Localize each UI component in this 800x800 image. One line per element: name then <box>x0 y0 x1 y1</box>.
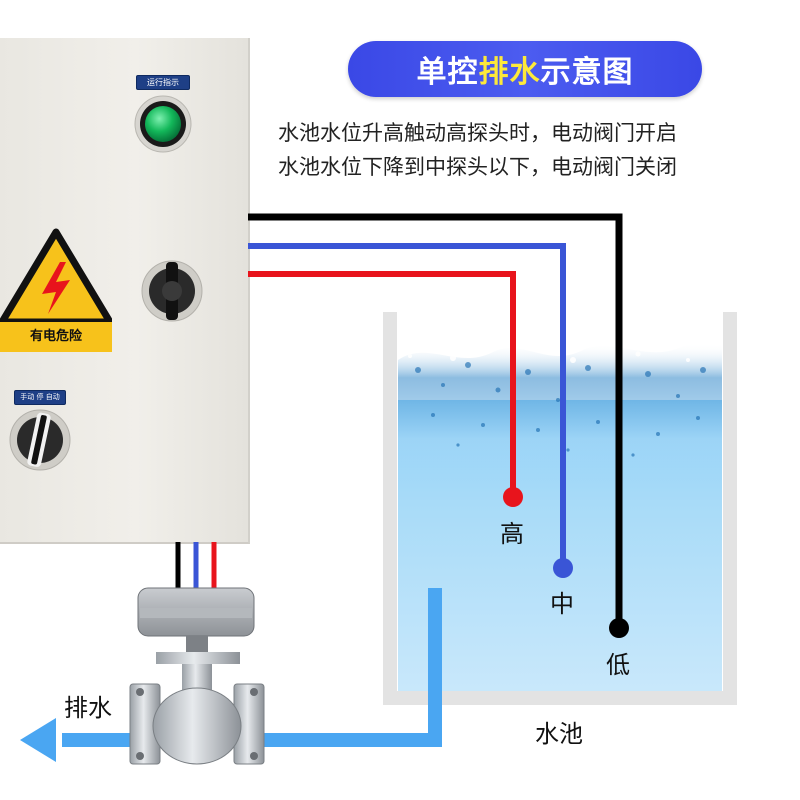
wire-red <box>248 271 516 493</box>
selector-knob[interactable] <box>136 256 208 326</box>
electric-valve <box>129 587 265 765</box>
diagram-title: 单控排水示意图 <box>348 41 702 97</box>
title-prefix: 单控 <box>416 55 479 90</box>
warning-sign <box>0 228 112 352</box>
mode-switch-plate: 手动 停 自动 <box>14 390 66 405</box>
run-indicator-lamp <box>134 95 192 153</box>
warning-text: 有电危险 <box>29 329 82 344</box>
probe-high-dot <box>503 487 523 507</box>
pool-tank <box>383 312 737 705</box>
pool-label: 水池 <box>535 720 583 748</box>
title-highlight: 排水 <box>478 55 541 90</box>
mode-switch-knob[interactable] <box>4 405 76 475</box>
drain-arrow-icon <box>20 718 56 762</box>
probe-mid-label: 中 <box>550 590 574 618</box>
probe-low-label: 低 <box>606 651 630 679</box>
run-indicator-plate: 运行指示 <box>136 75 190 90</box>
probe-mid-dot <box>553 558 573 578</box>
description-line-2: 水池水位下降到中探头以下，电动阀门关闭 <box>278 155 677 179</box>
wire-blue <box>248 243 566 565</box>
probe-high-label: 高 <box>500 520 524 548</box>
title-suffix: 示意图 <box>540 55 634 90</box>
description-line-1: 水池水位升高触动高探头时，电动阀门开启 <box>278 121 677 145</box>
wire-black <box>248 213 623 625</box>
drain-label: 排水 <box>64 694 112 722</box>
probe-low-dot <box>609 618 629 638</box>
